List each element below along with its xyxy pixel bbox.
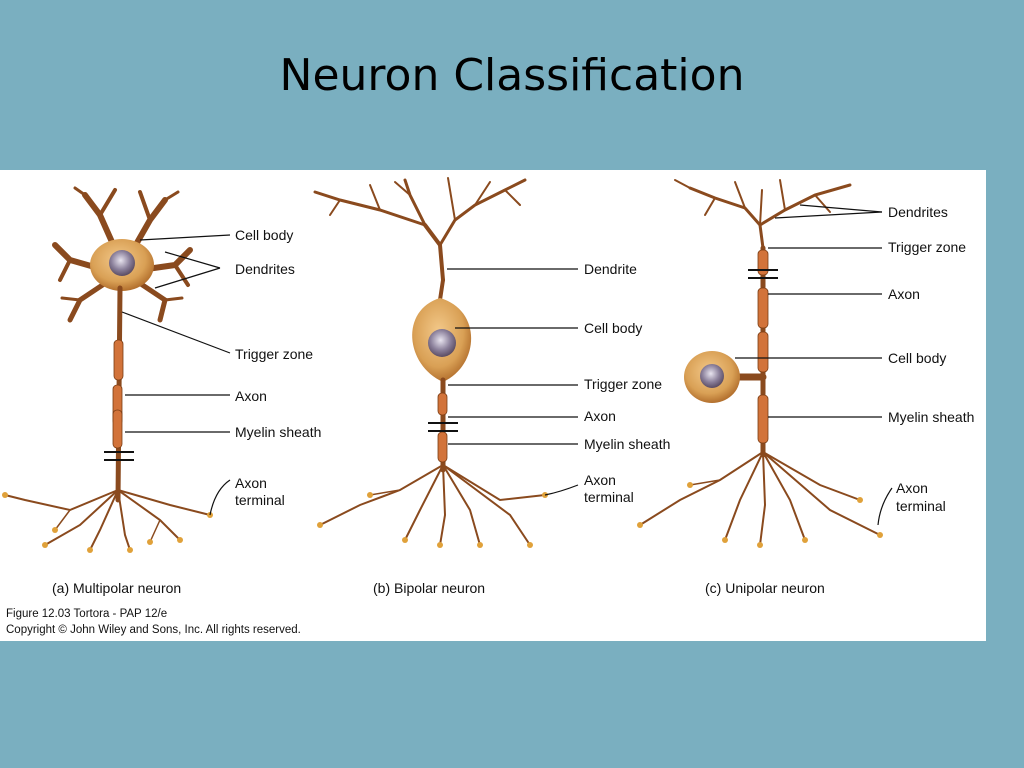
- unipolar-myelin-segment: [757, 249, 769, 276]
- label-bipolar-myelin-sheath: Myelin sheath: [584, 436, 670, 452]
- bipolar-nucleus: [428, 329, 456, 357]
- multipolar-myelin-segment: [112, 409, 123, 449]
- label-unipolar-trigger-zone: Trigger zone: [888, 239, 966, 255]
- multipolar-myelin-segment: [113, 339, 124, 381]
- unipolar-myelin-segment: [757, 331, 769, 373]
- figure-credit-line-2: Copyright © John Wiley and Sons, Inc. Al…: [6, 624, 301, 636]
- figure-credit-line-1: Figure 12.03 Tortora - PAP 12/e: [6, 608, 167, 620]
- label-unipolar-myelin-sheath: Myelin sheath: [888, 409, 974, 425]
- unipolar-nucleus: [700, 364, 724, 388]
- unipolar-axon-terminals: [637, 451, 883, 548]
- multipolar-neuron: Cell body Dendrites Trigger zone Axon My…: [2, 186, 321, 553]
- label-unipolar-cell-body: Cell body: [888, 350, 946, 366]
- caption-multipolar: (a) Multipolar neuron: [52, 580, 181, 596]
- label-unipolar-axon-terminal-2: terminal: [896, 498, 946, 514]
- label-multipolar-myelin-sheath: Myelin sheath: [235, 424, 321, 440]
- bipolar-myelin-segment: [437, 431, 448, 463]
- label-bipolar-trigger-zone: Trigger zone: [584, 376, 662, 392]
- label-bipolar-cell-body: Cell body: [584, 320, 642, 336]
- bipolar-axon-terminals: [317, 464, 548, 548]
- slide-title: Neuron Classification: [279, 50, 745, 101]
- label-unipolar-dendrites: Dendrites: [888, 204, 948, 220]
- neuron-diagram: Cell body Dendrites Trigger zone Axon My…: [2, 177, 974, 636]
- label-multipolar-dendrites: Dendrites: [235, 261, 295, 277]
- unipolar-myelin-segment: [757, 287, 769, 329]
- unipolar-myelin-segment: [757, 394, 769, 444]
- label-unipolar-axon: Axon: [888, 286, 920, 302]
- multipolar-nucleus: [109, 250, 135, 276]
- label-bipolar-dendrite: Dendrite: [584, 261, 637, 277]
- label-bipolar-axon-terminal-2: terminal: [584, 489, 634, 505]
- label-bipolar-axon: Axon: [584, 408, 616, 424]
- unipolar-neuron: Dendrites Trigger zone Axon Cell body My…: [637, 179, 974, 548]
- label-multipolar-trigger-zone: Trigger zone: [235, 346, 313, 362]
- multipolar-axon-terminals: [2, 489, 213, 553]
- label-multipolar-axon: Axon: [235, 388, 267, 404]
- bipolar-dendrite-tree: [313, 177, 527, 282]
- figure-panel: Cell body Dendrites Trigger zone Axon My…: [0, 170, 986, 641]
- unipolar-dendrite-tree: [674, 179, 852, 250]
- label-unipolar-axon-terminal-1: Axon: [896, 480, 928, 496]
- bipolar-dendrite-stalk: [438, 278, 445, 302]
- caption-bipolar: (b) Bipolar neuron: [373, 580, 485, 596]
- label-multipolar-axon-terminal-2: terminal: [235, 492, 285, 508]
- label-multipolar-axon-terminal-1: Axon: [235, 475, 267, 491]
- caption-unipolar: (c) Unipolar neuron: [705, 580, 825, 596]
- bipolar-neuron: Dendrite Cell body Trigger zone Axon Mye…: [313, 177, 670, 548]
- label-multipolar-cell-body: Cell body: [235, 227, 293, 243]
- label-bipolar-axon-terminal-1: Axon: [584, 472, 616, 488]
- bipolar-myelin-segment: [437, 392, 448, 416]
